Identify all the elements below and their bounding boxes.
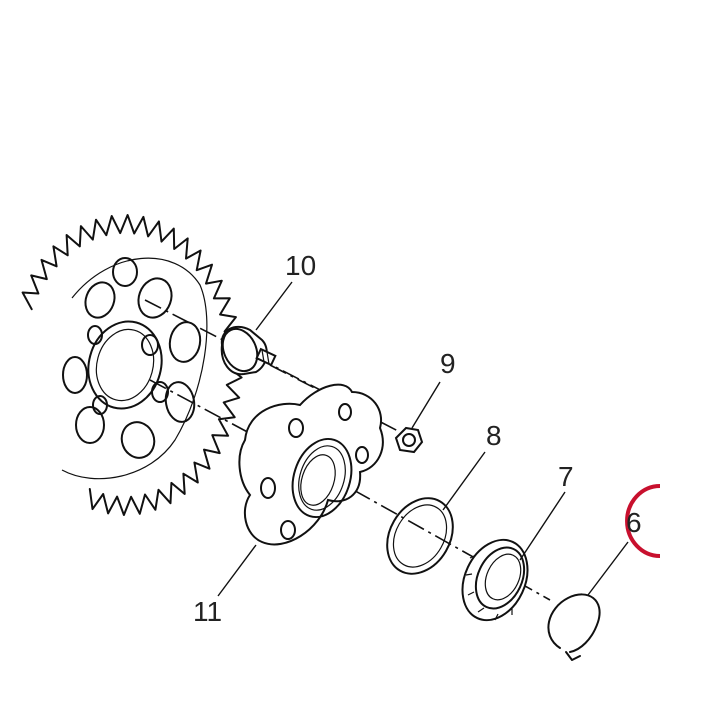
part-8-washer	[386, 497, 454, 575]
sprocket-teeth	[21, 214, 243, 516]
sprocket-lightening-holes	[62, 257, 202, 459]
sprocket	[21, 214, 243, 516]
callout-7: 7	[558, 461, 574, 492]
callout-8: 8	[486, 420, 502, 451]
part-7-ring-nut	[461, 538, 529, 622]
callout-11: 11	[193, 596, 222, 627]
leader-lines	[217, 281, 629, 597]
sprocket-center-bore-inner	[95, 328, 155, 402]
highlight-ring	[625, 484, 661, 558]
callout-9: 9	[440, 348, 456, 379]
part-6-circlip	[547, 593, 601, 661]
part-9-nut	[394, 426, 424, 454]
part-11-flange	[238, 383, 384, 546]
callout-6: 6	[626, 507, 642, 538]
callout-10: 10	[285, 250, 316, 281]
sprocket-center-bore	[87, 320, 163, 410]
sprocket-inner-rim	[61, 257, 208, 480]
part-10-stud	[220, 325, 277, 376]
callouts: 10 9 8 7 6 11	[193, 250, 642, 627]
